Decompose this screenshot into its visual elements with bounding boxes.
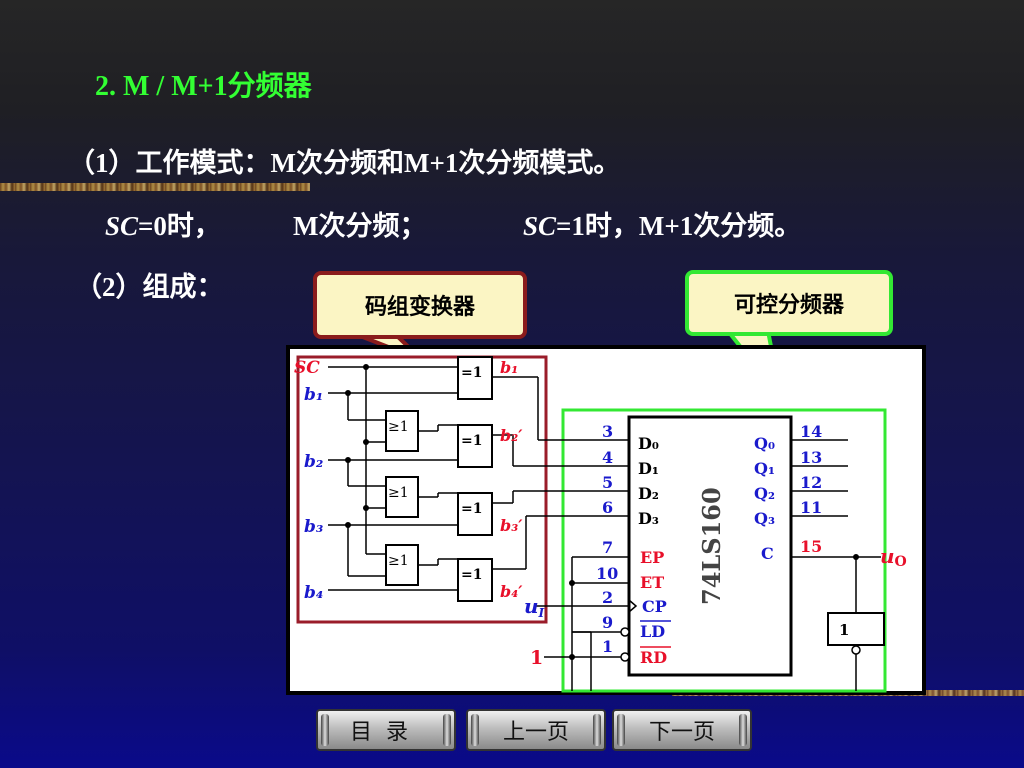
pin-num-5: 5: [602, 473, 613, 492]
pin-num-4: 4: [602, 448, 613, 467]
xor-gate: [457, 356, 493, 400]
xor-gate-label: =1: [461, 365, 482, 381]
output-label-b2: b₂′: [500, 426, 523, 445]
const-one-label: 1: [530, 647, 543, 669]
or-gate-label: ≥1: [388, 553, 409, 569]
pin-num-9: 9: [602, 613, 613, 632]
sc1-rest: =1时，M+1次分频。: [556, 211, 802, 241]
inverter-gate: [827, 612, 885, 646]
pin-num-15: 15: [800, 537, 822, 556]
xor-gate: [457, 492, 493, 536]
inverter-bubble: [851, 645, 861, 655]
pin-name-ld: LD: [640, 622, 665, 641]
xor-gate-label: =1: [461, 501, 482, 517]
pin-name-d0: D₀: [638, 434, 659, 453]
output-u-label: uO: [880, 544, 907, 570]
pin-name-d1: D₁: [638, 459, 659, 478]
or-gate-label: ≥1: [388, 419, 409, 435]
xor-gate: [457, 424, 493, 468]
input-label-b4: b₄: [304, 583, 323, 603]
input-label-sc: SC: [294, 358, 320, 378]
pin-num-1: 1: [602, 637, 613, 656]
pin-num-10: 10: [596, 564, 618, 583]
chip-74ls160: [627, 415, 793, 677]
cp-clock-mark: [628, 599, 638, 613]
pin-num-3: 3: [602, 422, 613, 441]
pin-name-d2: D₂: [638, 484, 659, 503]
m-divide-line: M次分频；: [293, 211, 427, 241]
pin-name-d3: D₃: [638, 509, 659, 528]
or-gate: [385, 410, 419, 452]
code-converter-callout: 码组变换器: [313, 271, 527, 339]
divider-frame: [561, 408, 887, 693]
circuit-diagram: SC b₁ b₂ b₃ b₄: [286, 345, 926, 695]
input-label-b1: b₁: [304, 385, 323, 405]
pin-name-q2: Q₂: [754, 484, 775, 503]
pin-num-6: 6: [602, 498, 613, 517]
sc1-line: SC=1时，M+1次分频。: [523, 204, 801, 243]
output-label-b4: b₄′: [500, 582, 523, 601]
xor-gate: [457, 558, 493, 602]
right-pins: 14 Q₀ 13 Q₁ 12 Q₂ 11 Q₃ 15 C: [754, 422, 822, 563]
diagram-background: [286, 345, 926, 695]
xor-gates: =1 =1 =1 =1: [457, 356, 493, 602]
inverter-label: 1: [839, 621, 849, 639]
pin-name-q3: Q₃: [754, 509, 775, 528]
or-gate: [385, 476, 419, 518]
sc0-var: SC: [105, 211, 139, 241]
ld-inversion-bubble: [620, 627, 630, 637]
chip-name: 74LS160: [697, 487, 726, 605]
prev-page-button[interactable]: 上一页: [466, 709, 606, 751]
left-pins: 3 D₀ 4 D₁ 5 D₂ 6 D₃ 7 EP 10 ET 2 CP 9 LD…: [596, 422, 671, 667]
output-u-sub: O: [895, 554, 907, 570]
next-page-button[interactable]: 下一页: [612, 709, 752, 751]
composition-line: （2）组成：: [75, 272, 224, 302]
xor-gate-label: =1: [461, 567, 482, 583]
input-u-main: u: [524, 594, 539, 618]
input-label-b3: b₃: [304, 517, 323, 537]
pin-num-11: 11: [800, 498, 822, 517]
pin-num-14: 14: [800, 422, 822, 441]
input-label-b2: b₂: [304, 452, 323, 472]
or-gates: ≥1 ≥1 ≥1: [385, 410, 419, 586]
or-gate-label: ≥1: [388, 485, 409, 501]
output-label-b3: b₃′: [500, 516, 523, 535]
pin-name-c: C: [761, 544, 774, 563]
converter-wires: [328, 366, 629, 591]
pin-name-rd: RD: [640, 648, 667, 667]
code-converter-frame: [296, 355, 548, 624]
pin-num-12: 12: [800, 473, 822, 492]
input-u-sub: I: [538, 606, 545, 620]
pin-name-ep: EP: [640, 548, 664, 567]
left-pin-wires: [536, 556, 629, 691]
pin-name-q1: Q₁: [754, 459, 775, 478]
rd-inversion-bubble: [620, 652, 630, 662]
decorative-band-top: [0, 183, 310, 191]
mode-line: （1）工作模式：M次分频和M+1次分频模式。: [68, 148, 621, 178]
pin-name-q0: Q₀: [754, 434, 775, 453]
sc0-line: SC=0时，: [105, 204, 221, 243]
toc-button[interactable]: 目录: [316, 709, 456, 751]
pin-num-13: 13: [800, 448, 822, 467]
pin-num-2: 2: [602, 588, 613, 607]
controllable-divider-callout: 可控分频器: [685, 270, 893, 336]
output-u-main: u: [880, 544, 895, 568]
or-gate: [385, 544, 419, 586]
input-u-label: uI: [524, 594, 545, 620]
slide-title: 2. M / M+1分频器: [95, 71, 312, 102]
sc0-rest: =0时，: [138, 211, 221, 241]
output-label-b1: b₁: [500, 358, 518, 377]
pin-name-et: ET: [640, 573, 664, 592]
pin-num-7: 7: [602, 538, 613, 557]
pin-name-cp: CP: [642, 597, 667, 616]
sc1-var: SC: [523, 211, 557, 241]
xor-gate-label: =1: [461, 433, 482, 449]
